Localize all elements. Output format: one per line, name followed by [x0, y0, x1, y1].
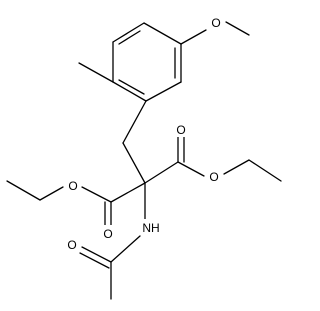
amide-nitrogen-label: NH [142, 221, 159, 235]
ring-bond [112, 22, 145, 43]
amide-carbonyl-double [79, 252, 110, 269]
left-ester-carbon-bond [110, 182, 146, 203]
methoxy-oxygen-label: O [211, 16, 220, 30]
right-ethyl-bond-1 [223, 159, 250, 175]
ring-methyl-bond [78, 62, 114, 83]
label-mask [207, 168, 221, 184]
right-ester-o-bond [177, 161, 205, 177]
label-mask [66, 177, 80, 193]
ring-bond [145, 81, 182, 102]
label-mask [65, 236, 79, 252]
right-carbonyl-oxygen-label: O [176, 123, 185, 137]
molecule-svg: O O O O O NH O [6, 14, 282, 300]
label-mask [101, 225, 115, 241]
n-carbonyl-bond [110, 235, 141, 263]
right-ester-carbon-bond [144, 161, 179, 184]
methoxy-methyl-bond [225, 21, 250, 36]
label-mask [209, 14, 223, 30]
amide-carbonyl-bond [81, 246, 112, 263]
structure-diagram: O O O O O NH O [6, 14, 282, 300]
methoxy-bond [180, 29, 207, 45]
label-layer: O O O O O NH O [65, 14, 223, 252]
left-ethyl-bond-2 [6, 180, 41, 201]
right-ethyl-bond-2 [248, 159, 282, 182]
left-ester-oxygen-label: O [68, 179, 77, 193]
ring-bond [143, 22, 182, 45]
ring-double-bond [118, 30, 141, 45]
right-ester-oxygen-label: O [209, 170, 218, 184]
left-carbonyl-oxygen-label: O [103, 227, 112, 241]
ch2-quaternary-bond [122, 142, 146, 184]
label-mask [140, 219, 162, 235]
ring-bond [112, 81, 147, 102]
ring-double-bond [118, 79, 145, 95]
label-mask [174, 121, 188, 137]
amide-carbonyl-oxygen-label: O [67, 238, 76, 252]
bond-layer [6, 21, 282, 300]
left-ethyl-bond-1 [39, 186, 64, 201]
benzyl-bond [122, 100, 147, 144]
left-ester-o-bond [81, 186, 112, 203]
